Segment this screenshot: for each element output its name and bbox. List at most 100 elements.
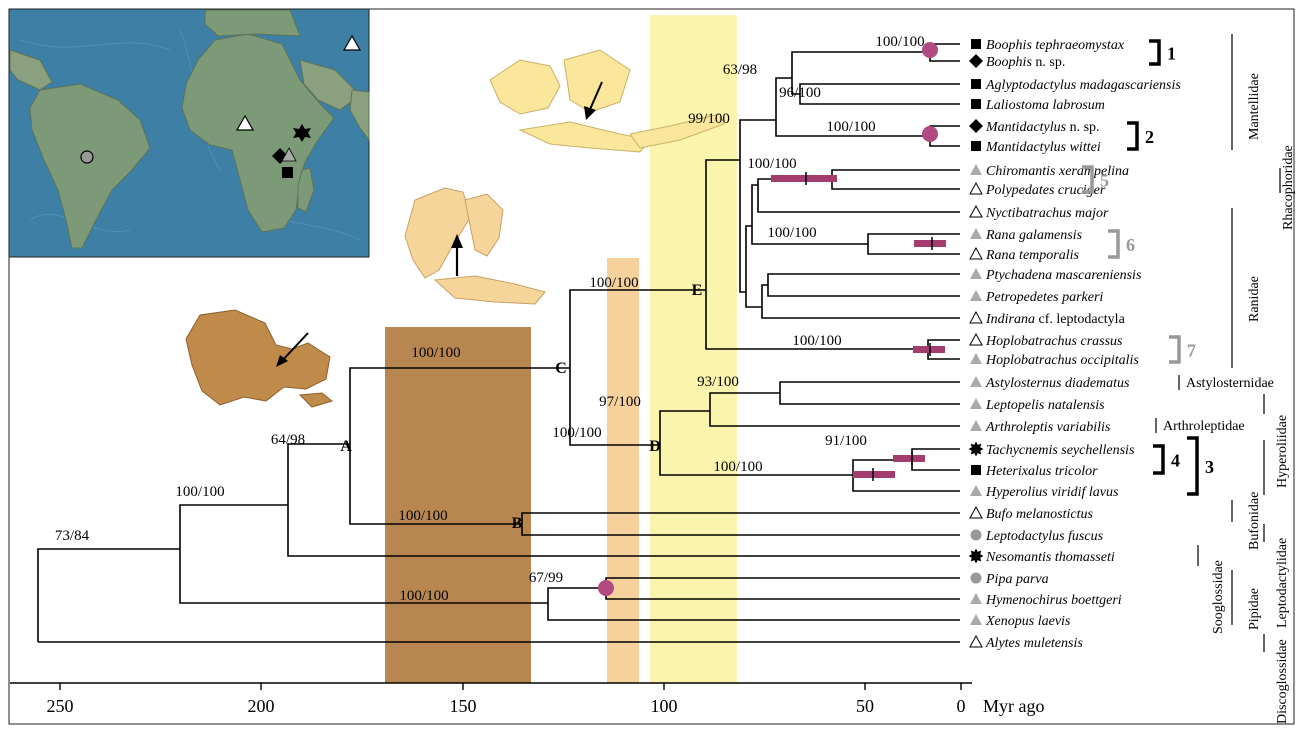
clade-bracket: 4 [1153,444,1180,475]
taxon-suffix: cf. leptodactyla [1035,312,1126,327]
family-rhacophoridae: Rhacophoridae [1281,145,1296,230]
taxon-name: Leptodactylus fuscus [985,529,1104,544]
map-marker-open-triangle-india [342,34,362,51]
clade-number: 3 [1205,457,1214,477]
node-dot-pipidae [598,580,614,596]
axis-tick-label: 100 [651,696,678,716]
gray-triangle-marker-icon [970,614,982,625]
taxon-suffix: n. sp. [1032,55,1065,70]
taxon-label: Tachycnemis seychellensis [986,443,1135,458]
map-marker-star [293,124,311,142]
node-dot-mantidactylus [922,126,938,142]
axis-tick-label: 0 [957,696,966,716]
support-value: 97/100 [599,394,641,410]
star-marker-icon [968,441,984,457]
gray-triangle-marker-icon [970,420,982,431]
taxon-label: Hoplobatrachus occipitalis [985,353,1139,368]
paleomap-brown [185,309,334,408]
gray-triangle-marker-icon [970,398,982,409]
taxon-label: Mantidactylus n. sp. [985,120,1100,135]
square-marker-icon [971,39,981,49]
taxon-name: Mantidactylus [985,120,1067,135]
taxon-name: Mantidactylus wittei [985,140,1101,155]
taxon-label: Mantidactylus wittei [985,140,1101,155]
clade-number: 6 [1126,235,1135,255]
support-value: 100/100 [398,508,447,524]
axis-tick-label: 200 [248,696,275,716]
taxon-label: Nesomantis thomasseti [985,550,1115,565]
clade-number: 1 [1167,44,1176,64]
open-triangle-marker-icon [969,505,983,519]
open-triangle-marker-icon [969,332,983,346]
square-marker-icon [971,141,981,151]
family-pipidae: Pipidae [1247,588,1262,630]
support-value: 100/100 [792,333,841,349]
taxon-name: Pipa parva [985,572,1049,587]
support-value: 100/100 [399,588,448,604]
map-africa [181,33,335,233]
taxon-name: Rana temporalis [985,248,1079,263]
taxon-name: Nesomantis thomasseti [985,550,1115,565]
support-value: 67/99 [529,570,563,586]
gray-triangle-marker-icon [970,593,982,604]
taxon-label: Leptopelis natalensis [985,398,1105,413]
taxon-label: Laliostoma labrosum [985,98,1105,113]
family-ranidae: Ranidae [1247,276,1262,322]
taxon-name: Ptychadena mascareniensis [985,268,1142,283]
taxon-name: Polypedates cruciger [985,183,1106,198]
taxon-label: Heterixalus tricolor [985,464,1098,479]
support-value: 63/98 [723,62,757,78]
taxon-name: Leptopelis natalensis [985,398,1105,413]
taxon-label: Astylosternus diadematus [985,376,1130,391]
open-triangle-marker-icon [969,310,983,324]
taxon-label: Rana temporalis [985,248,1079,263]
taxon-label: Indirana cf. leptodactyla [985,312,1126,327]
family-bufonidae: Bufonidae [1247,492,1262,550]
taxon-name: Boophis tephraeomystax [986,38,1125,53]
taxon-label: Hoplobatrachus crassus [985,334,1123,349]
diamond-marker-icon [969,119,983,133]
taxon-name: Petropedetes parkeri [985,290,1103,305]
map-arabia [299,59,361,111]
divergence-error-bars [771,172,946,481]
gray-triangle-marker-icon [970,485,982,496]
taxon-name: Hyperolius viridif lavus [985,485,1119,500]
node-label: B [512,515,523,532]
map-marker-square [282,167,293,178]
taxon-name: Bufo melanostictus [986,507,1093,522]
axis-tick-label: 50 [856,696,874,716]
axis-unit-label: Myr ago [983,696,1045,716]
figure-frame [8,8,1295,725]
circle-marker-icon [970,529,982,541]
taxon-label: Aglyptodactylus madagascariensis [985,78,1181,93]
taxon-name: Laliostoma labrosum [985,98,1105,113]
gray-triangle-marker-icon [970,353,982,364]
family-annotations: Mantellidae Rhacophoridae Ranidae Astylo… [1155,34,1296,724]
support-value: 100/100 [875,34,924,50]
taxon-name: Tachycnemis seychellensis [986,443,1135,458]
taxon-name: Nyctibatrachus major [985,206,1109,221]
family-arthroleptidae: Arthroleptidae [1163,419,1245,434]
support-value: 100/100 [826,119,875,135]
time-band-brown [385,327,531,683]
taxon-label: Arthroleptis variabilis [985,420,1111,435]
taxon-label: Xenopus laevis [985,614,1071,629]
taxon-label: Leptodactylus fuscus [985,529,1104,544]
taxon-name: Rana galamensis [985,228,1083,243]
axis-tick-label: 250 [47,696,74,716]
taxon-label: Bufo melanostictus [986,507,1093,522]
support-value: 100/100 [589,275,638,291]
taxon-label: Boophis n. sp. [986,55,1065,70]
support-value: 100/100 [175,484,224,500]
open-triangle-marker-icon [969,246,983,260]
taxon-suffix: n. sp. [1066,120,1099,135]
taxon-name: Hymenochirus boettgeri [985,593,1122,608]
taxon-name: Xenopus laevis [985,614,1071,629]
family-discoglossidae: Discoglossidae [1275,639,1290,724]
taxon-label: Pipa parva [985,572,1049,587]
star-marker-icon [968,548,984,564]
family-hyperoliidae: Hyperoliidae [1275,415,1290,488]
node-dot-boophis [922,42,938,58]
